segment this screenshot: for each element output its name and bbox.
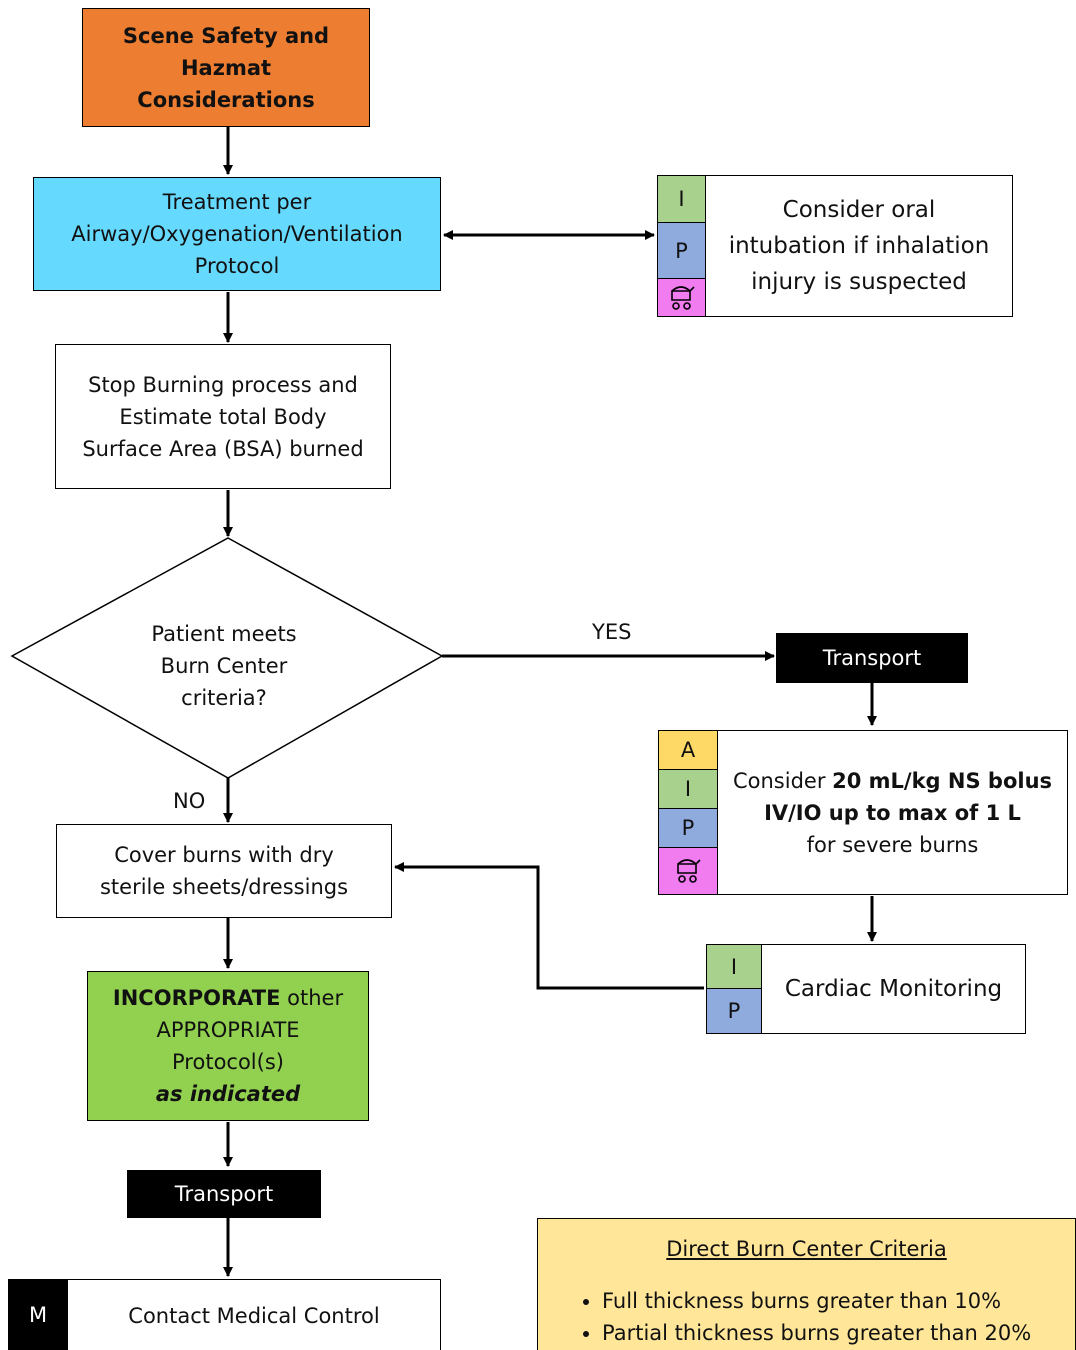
cert-label: P [681, 816, 695, 840]
criteria-item: Partial thickness burns greater than 20% [602, 1317, 1031, 1349]
cert-label: M [28, 1302, 48, 1327]
stop-burning-box: Stop Burning process and Estimate total … [55, 344, 391, 489]
airway-line: Treatment per [162, 190, 312, 214]
stop-burning-line: Surface Area (BSA) burned [82, 436, 364, 461]
fluid-route: IV/IO up to max of 1 L [764, 800, 1021, 825]
cert-label: P [727, 999, 741, 1023]
scene-safety-box: Scene Safety and Hazmat Considerations [82, 8, 370, 127]
contact-medical-control-box: Contact Medical Control [67, 1279, 441, 1350]
incorporate-line-2: APPROPRIATE [156, 1018, 300, 1042]
criteria-item: Full thickness burns greater than 10% [602, 1285, 1031, 1317]
fluid-bolus-box: Consider 20 mL/kg NS bolus IV/IO up to m… [717, 730, 1068, 895]
cert-level-a-badge: A [658, 730, 718, 770]
decision-diamond [10, 537, 444, 779]
intubation-line: intubation if inhalation [728, 233, 990, 259]
scene-safety-line: Scene Safety and [122, 23, 330, 48]
airway-protocol-box: Treatment per Airway/Oxygenation/Ventila… [33, 177, 441, 291]
incorporate-bold: INCORPORATE [112, 986, 281, 1010]
incorporate-rest: other [280, 986, 344, 1010]
criteria-list: Full thickness burns greater than 10% Pa… [558, 1285, 1031, 1349]
cert-label: I [730, 954, 738, 979]
stop-burning-line: Stop Burning process and [88, 372, 358, 397]
airway-line: Protocol [194, 254, 280, 278]
criteria-title: Direct Burn Center Criteria [666, 1237, 947, 1261]
incorporate-line-1: INCORPORATE other [113, 982, 343, 1014]
fluid-dose: 20 mL/kg NS bolus [832, 768, 1053, 793]
cover-burns-line: sterile sheets/dressings [99, 875, 349, 899]
decision-line: Burn Center [160, 654, 288, 678]
transport-label: Transport [174, 1182, 274, 1206]
cert-level-i-badge: I [658, 769, 718, 809]
cardiac-label: Cardiac Monitoring [784, 976, 1003, 1002]
cert-label: I [684, 777, 692, 801]
cert-level-p-badge: P [706, 988, 762, 1034]
stroller-icon [677, 859, 701, 883]
intubation-line: injury is suspected [751, 269, 967, 295]
cert-level-i-badge: I [706, 944, 762, 989]
arrow-cardiac-to-cover [394, 862, 704, 990]
cert-level-i-badge: I [657, 175, 706, 223]
cardiac-monitoring-box: Cardiac Monitoring [761, 944, 1026, 1034]
transport-box-left: Transport [127, 1170, 321, 1218]
cert-level-m-badge: M [8, 1279, 68, 1350]
airway-line: Airway/Oxygenation/Ventilation [71, 222, 403, 246]
decision-line: criteria? [181, 686, 267, 710]
fluid-indication: for severe burns [806, 832, 979, 857]
scene-safety-line: Considerations [137, 87, 315, 112]
contact-label: Contact Medical Control [128, 1304, 380, 1328]
stroller-icon [670, 285, 695, 310]
cert-label: P [675, 238, 688, 263]
transport-label: Transport [822, 646, 922, 670]
stop-burning-line: Estimate total Body [119, 404, 327, 429]
cert-level-p-badge: P [657, 222, 706, 279]
fluid-line-1: Consider 20 mL/kg NS bolus [733, 765, 1052, 797]
decision-line: Patient meets [151, 622, 297, 646]
fluid-prefix: Consider [732, 768, 833, 793]
decision-text: Patient meets Burn Center criteria? [124, 618, 324, 714]
intubation-box: Consider oral intubation if inhalation i… [705, 175, 1013, 317]
pediatric-stroller-badge [658, 847, 718, 895]
cert-label: I [678, 187, 685, 211]
yes-label: YES [592, 620, 632, 644]
no-label: NO [173, 789, 206, 813]
burn-center-criteria-panel: Direct Burn Center Criteria Full thickne… [537, 1218, 1076, 1350]
cover-burns-line: Cover burns with dry [114, 843, 334, 867]
cover-burns-box: Cover burns with dry sterile sheets/dres… [56, 824, 392, 918]
transport-box-right: Transport [776, 633, 968, 683]
cert-level-p-badge: P [658, 808, 718, 848]
scene-safety-line: Hazmat [180, 55, 272, 80]
intubation-line: Consider oral [782, 197, 936, 223]
incorporate-protocols-box: INCORPORATE other APPROPRIATE Protocol(s… [87, 971, 369, 1121]
cert-label: A [680, 738, 696, 762]
incorporate-line-4: as indicated [155, 1082, 301, 1106]
incorporate-line-3: Protocol(s) [172, 1050, 284, 1074]
pediatric-stroller-badge [657, 278, 706, 317]
